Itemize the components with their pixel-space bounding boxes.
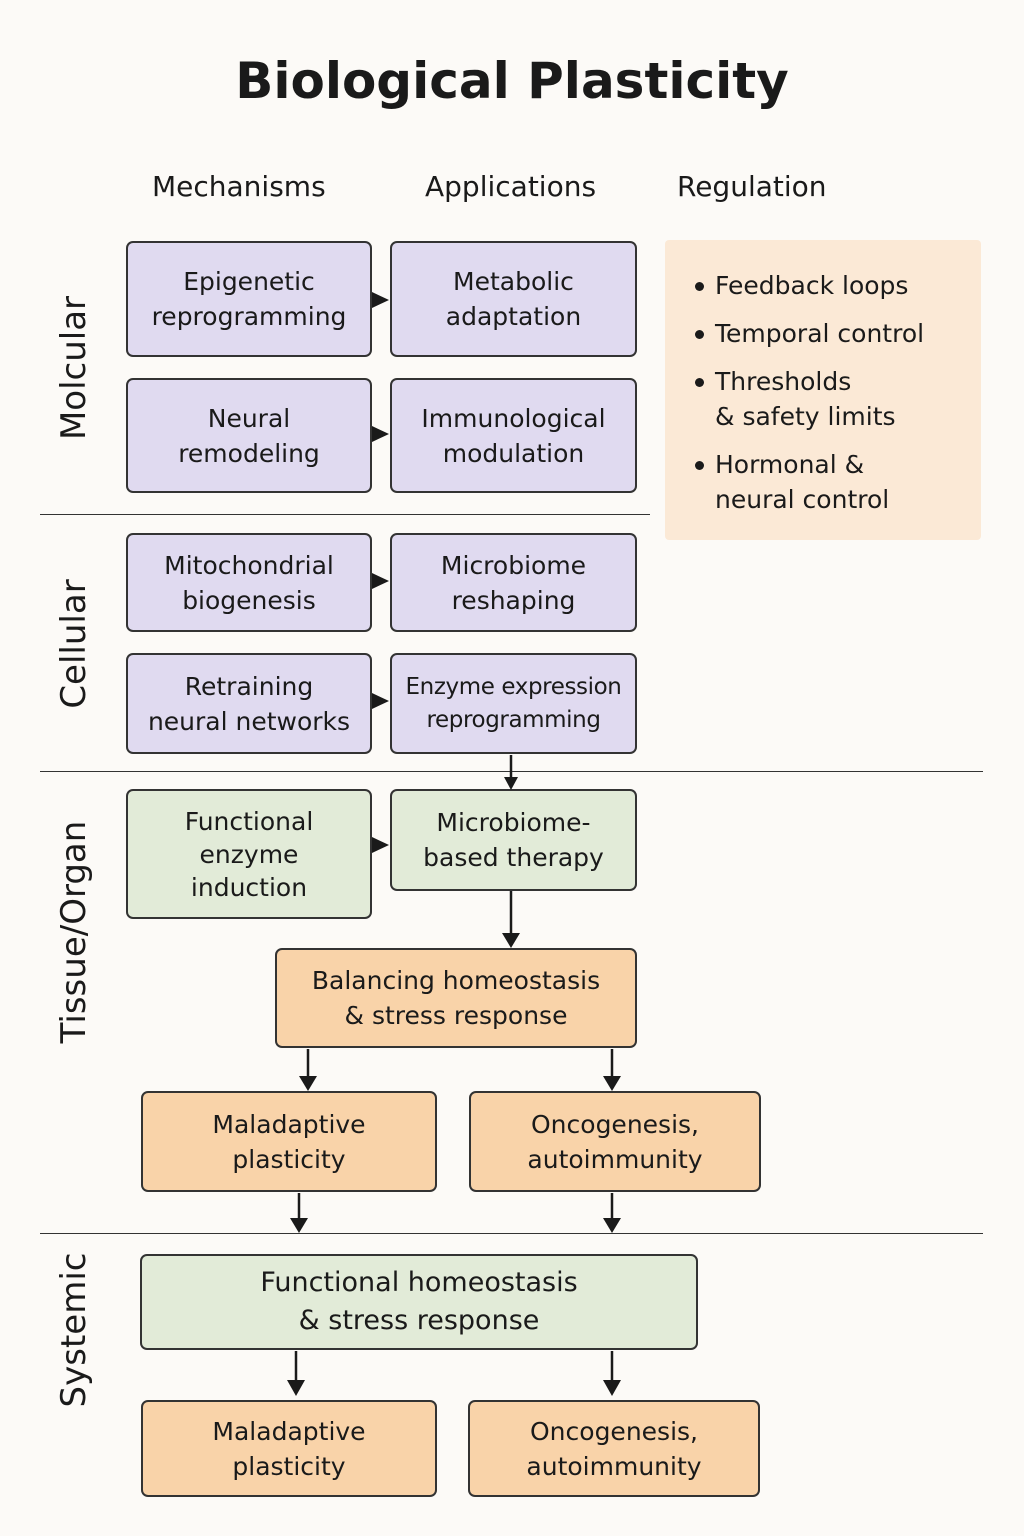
regulation-item: Temporal control xyxy=(693,316,981,351)
row-label-molecular: Molcular xyxy=(54,295,94,441)
arrow-down-icon xyxy=(603,1380,621,1396)
regulation-item: Hormonal & neural control xyxy=(693,447,981,517)
row-divider xyxy=(40,1233,983,1234)
row-label-cellular: Cellular xyxy=(54,579,94,709)
regulation-item: Feedback loops xyxy=(693,268,981,303)
node-maladaptive-plasticity-systemic: Maladaptive plasticity xyxy=(141,1400,437,1497)
column-header-applications: Applications xyxy=(425,170,597,203)
node-balancing-homeostasis: Balancing homeostasis & stress response xyxy=(275,948,637,1048)
node-microbiome-based-therapy: Microbiome- based therapy xyxy=(390,789,637,891)
regulation-list: Feedback loops Temporal control Threshol… xyxy=(693,268,981,517)
arrow-right-icon xyxy=(372,837,389,853)
arrow-right-icon xyxy=(372,292,389,308)
arrow-down-icon xyxy=(287,1380,305,1396)
node-oncogenesis-autoimmunity: Oncogenesis, autoimmunity xyxy=(469,1091,761,1192)
row-divider xyxy=(40,514,650,515)
node-microbiome-reshaping: Microbiome reshaping xyxy=(390,533,637,632)
node-functional-enzyme-induction: Functional enzyme induction xyxy=(126,789,372,919)
arrow-right-icon xyxy=(372,426,389,442)
arrow-down-icon xyxy=(290,1218,308,1233)
node-immunological-modulation: Immunological modulation xyxy=(390,378,637,493)
diagram-title: Biological Plasticity xyxy=(235,52,789,110)
node-functional-homeostasis: Functional homeostasis & stress response xyxy=(140,1254,698,1350)
node-neural-remodeling: Neural remodeling xyxy=(126,378,372,493)
node-enzyme-expression-reprogramming: Enzyme expression reprogramming xyxy=(390,653,637,754)
arrow-down-icon xyxy=(502,933,520,948)
column-header-regulation: Regulation xyxy=(677,170,827,203)
node-epigenetic-reprogramming: Epigenetic reprogramming xyxy=(126,241,372,357)
column-header-mechanisms: Mechanisms xyxy=(152,170,326,203)
node-oncogenesis-autoimmunity-systemic: Oncogenesis, autoimmunity xyxy=(468,1400,760,1497)
arrow-right-icon xyxy=(372,573,389,589)
regulation-panel: Feedback loops Temporal control Threshol… xyxy=(665,240,981,540)
arrow-down-icon xyxy=(603,1076,621,1091)
row-label-tissue-organ: Tissue/Organ xyxy=(54,820,94,1044)
node-mitochondrial-biogenesis: Mitochondrial biogenesis xyxy=(126,533,372,632)
node-metabolic-adaptation: Metabolic adaptation xyxy=(390,241,637,357)
arrow-down-icon xyxy=(299,1076,317,1091)
regulation-item: Thresholds & safety limits xyxy=(693,364,981,434)
row-label-systemic: Systemic xyxy=(54,1252,94,1408)
arrow-right-icon xyxy=(372,693,389,709)
arrow-down-icon xyxy=(603,1218,621,1233)
row-divider xyxy=(40,771,983,772)
node-retraining-neural-networks: Retraining neural networks xyxy=(126,653,372,754)
node-maladaptive-plasticity: Maladaptive plasticity xyxy=(141,1091,437,1192)
